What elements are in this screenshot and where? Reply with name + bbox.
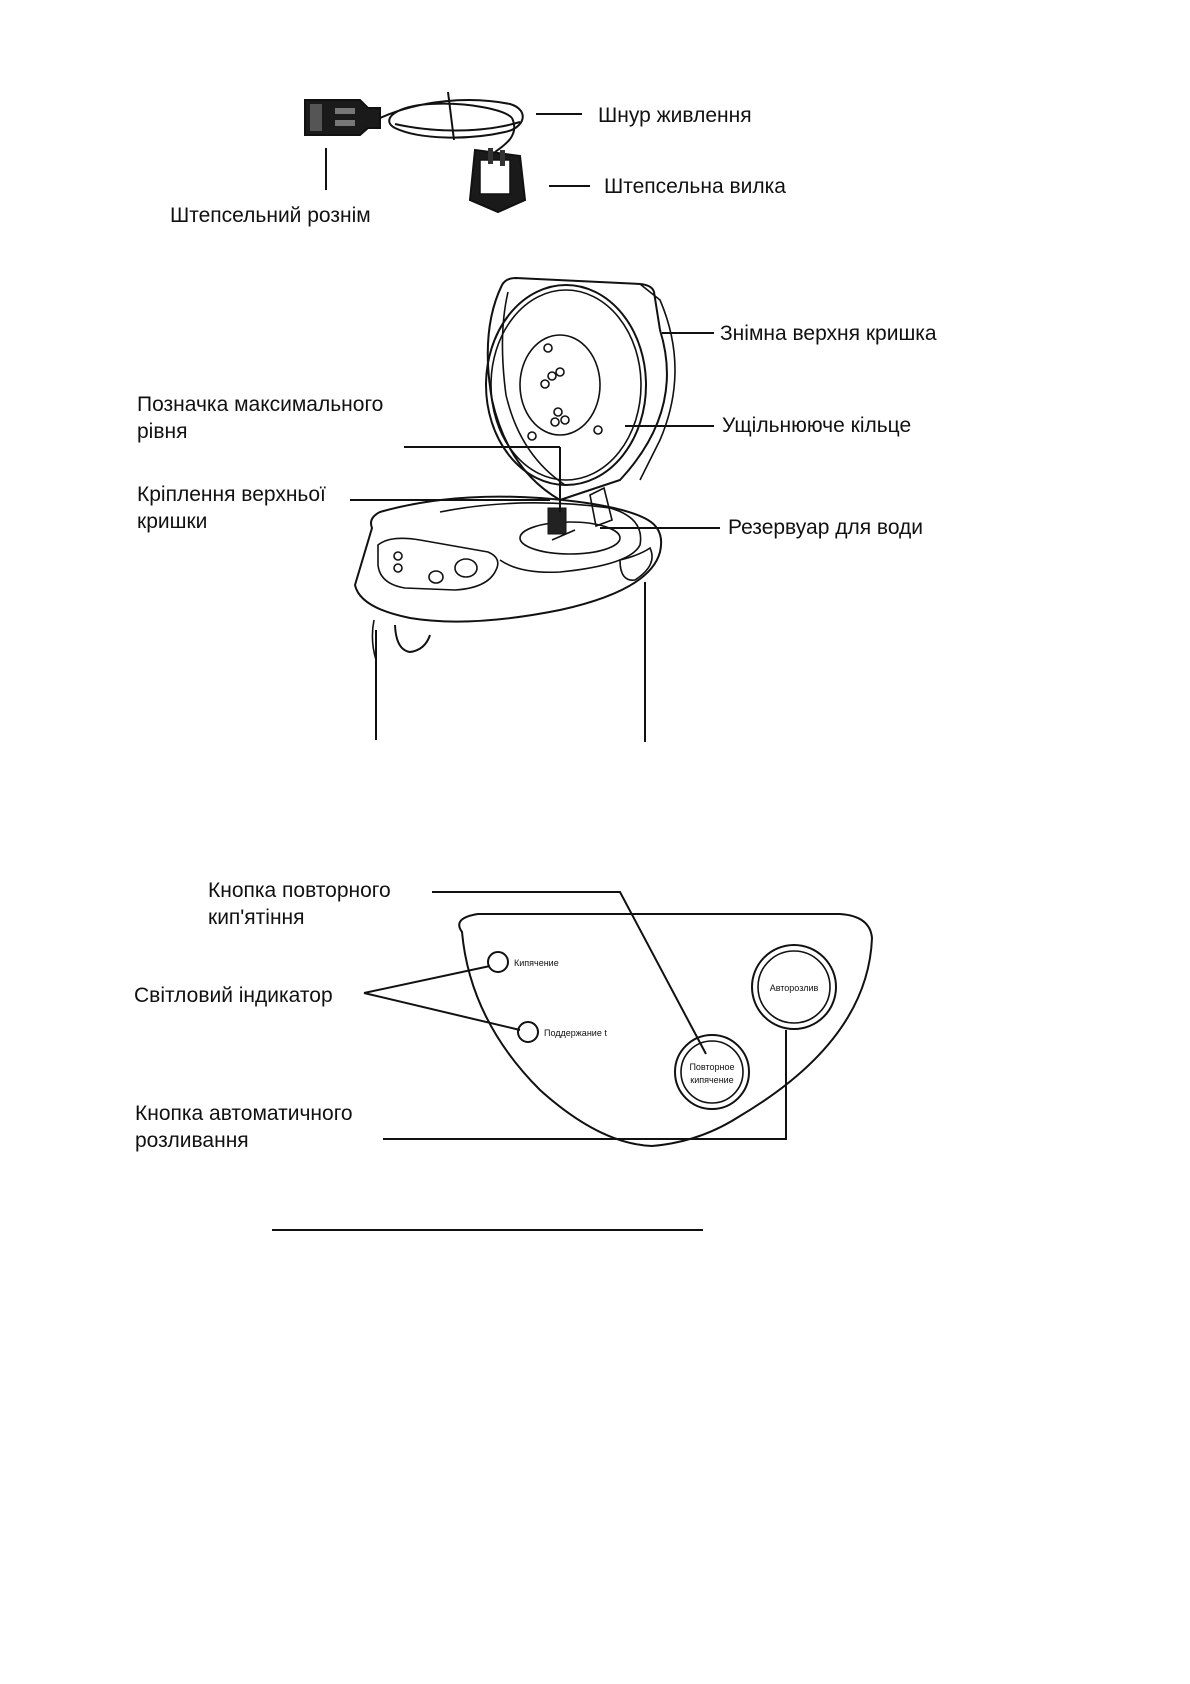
keep-warm-indicator-text: Поддержание t [544,1028,607,1038]
label-auto-dispense-line2: розливання [135,1129,249,1152]
label-lid-mount-line1: Кріплення верхньої [137,483,326,506]
reboil-button-text-1: Повторное [689,1062,734,1072]
boil-indicator-text: Кипячение [514,958,559,968]
label-power-cord: Шнур живлення [598,104,752,127]
label-reboil-line1: Кнопка повторного [208,879,391,902]
auto-dispense-button-text: Авторозлив [770,983,819,993]
label-lid-mount-line2: кришки [137,510,208,533]
label-water-tank: Резервуар для води [728,516,924,539]
power-cord-icon [304,91,590,214]
label-lid-mount: Кріплення верхньої кришки [137,481,326,535]
label-max-level-line2: рівня [137,420,188,443]
label-max-level: Позначка максимального рівня [137,391,383,445]
control-panel-icon [363,891,874,1148]
label-indicator-light: Світловий індикатор [134,984,333,1007]
label-seal-ring: Ущільнююче кільце [722,414,912,437]
label-connector: Штепсельний рознім [170,204,371,227]
label-plug: Штепсельна вилка [604,175,786,198]
label-removable-lid: Знімна верхня кришка [720,322,937,345]
thermopot-icon [350,276,720,742]
label-auto-dispense: Кнопка автоматичного розливання [135,1100,353,1154]
label-auto-dispense-line1: Кнопка автоматичного [135,1102,353,1125]
label-reboil-button: Кнопка повторного кип'ятіння [208,877,391,931]
label-max-level-line1: Позначка максимального [137,393,384,416]
reboil-button-text-2: кипячение [690,1075,733,1085]
label-reboil-line2: кип'ятіння [208,906,305,929]
